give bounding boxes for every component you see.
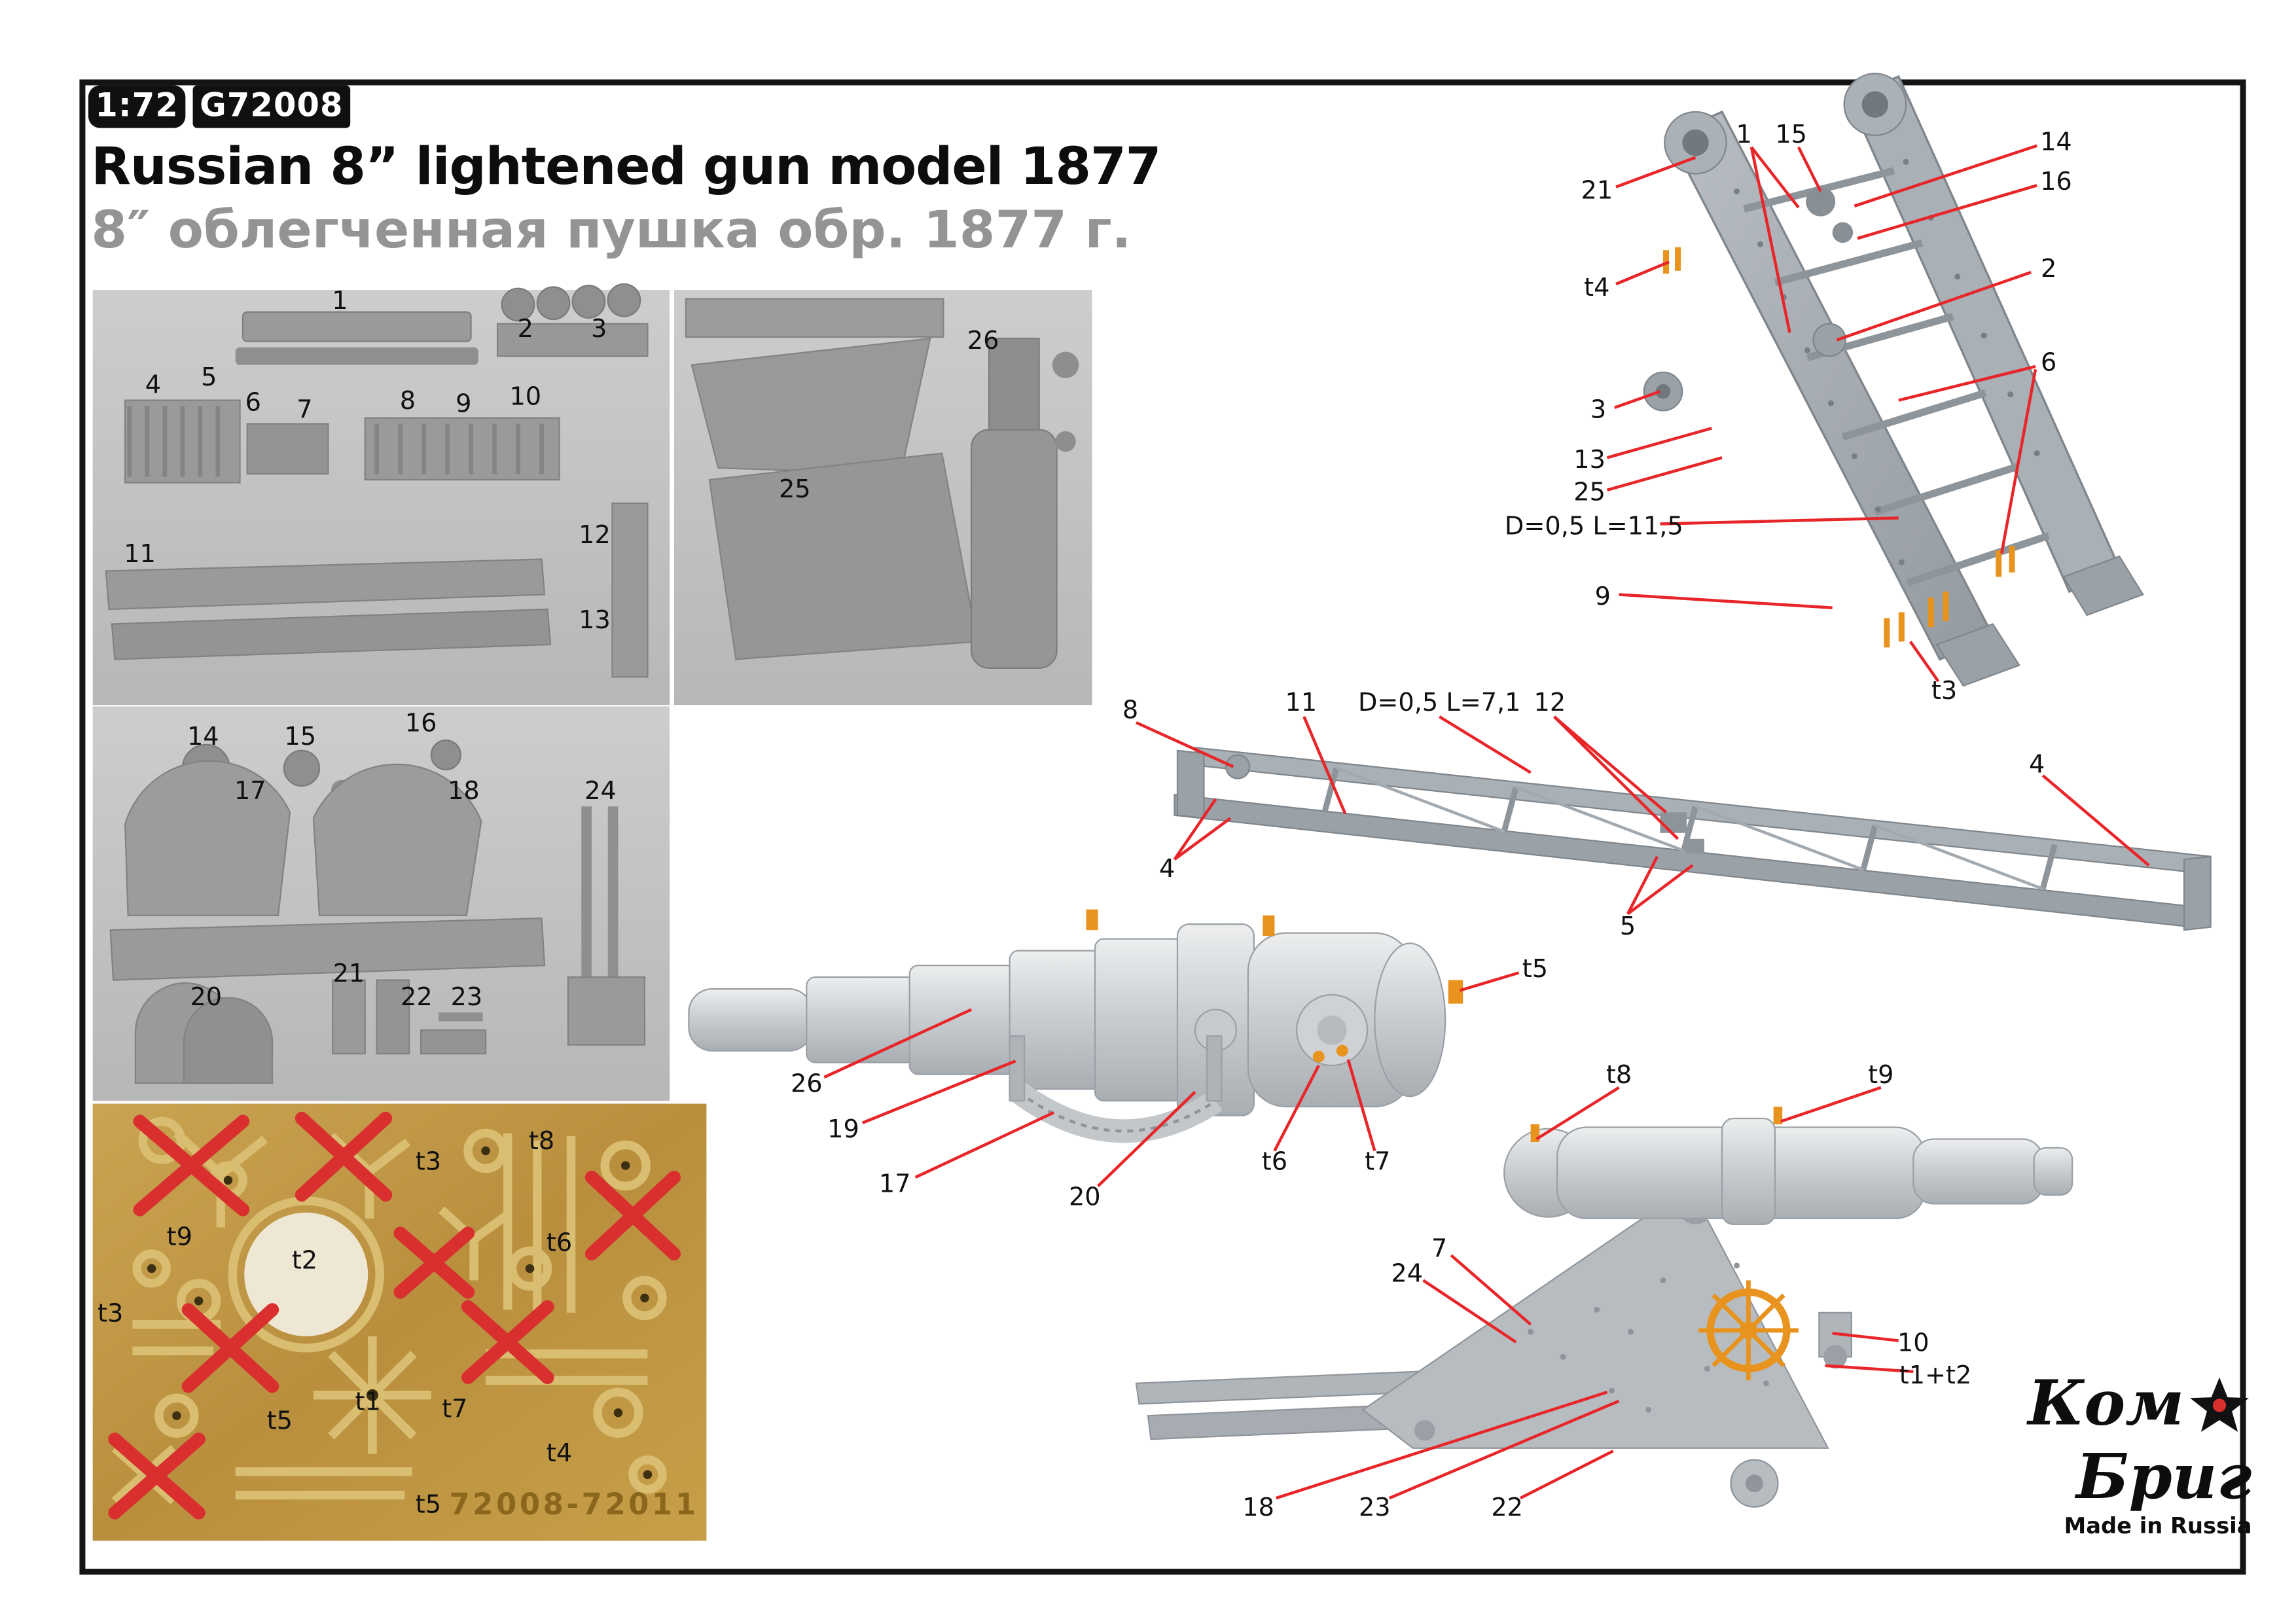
- brand-name-top: Ком: [2028, 1367, 2185, 1440]
- title-russian: 8″ облегченная пушка обр. 1877 г.: [91, 202, 1132, 261]
- brand-logo: Ком Бриг Made in Russia: [2019, 1367, 2252, 1540]
- scale-badge: 1:72: [88, 85, 186, 128]
- diagram-barrel-assembly: [688, 909, 1463, 1143]
- brand-name-bottom: Бриг: [2075, 1440, 2252, 1513]
- photo-resin-parts-1-13: [92, 283, 670, 705]
- diagram-platform-frame: [1174, 747, 2212, 931]
- kit-number-badge: G72008: [192, 85, 351, 128]
- photo-resin-parts-25-26: [673, 289, 1092, 705]
- etch-cross-out-marks: [108, 1111, 681, 1520]
- handwheel: [1698, 1280, 1799, 1381]
- title-english: Russian 8” lightened gun model 1877: [91, 138, 1161, 198]
- etch-fret-code: 72008-72011: [449, 1486, 699, 1522]
- leader-lines: [823, 144, 2150, 1500]
- photo-etch-fret: [92, 1103, 707, 1541]
- page-border: [79, 79, 2246, 1575]
- diagram-carriage-frames: [1643, 73, 2144, 687]
- diagram-assembled-gun: [1135, 1107, 2073, 1508]
- made-in-label: Made in Russia: [2064, 1512, 2252, 1540]
- photo-resin-parts-14-24: [92, 706, 670, 1101]
- star-icon: [2187, 1374, 2252, 1445]
